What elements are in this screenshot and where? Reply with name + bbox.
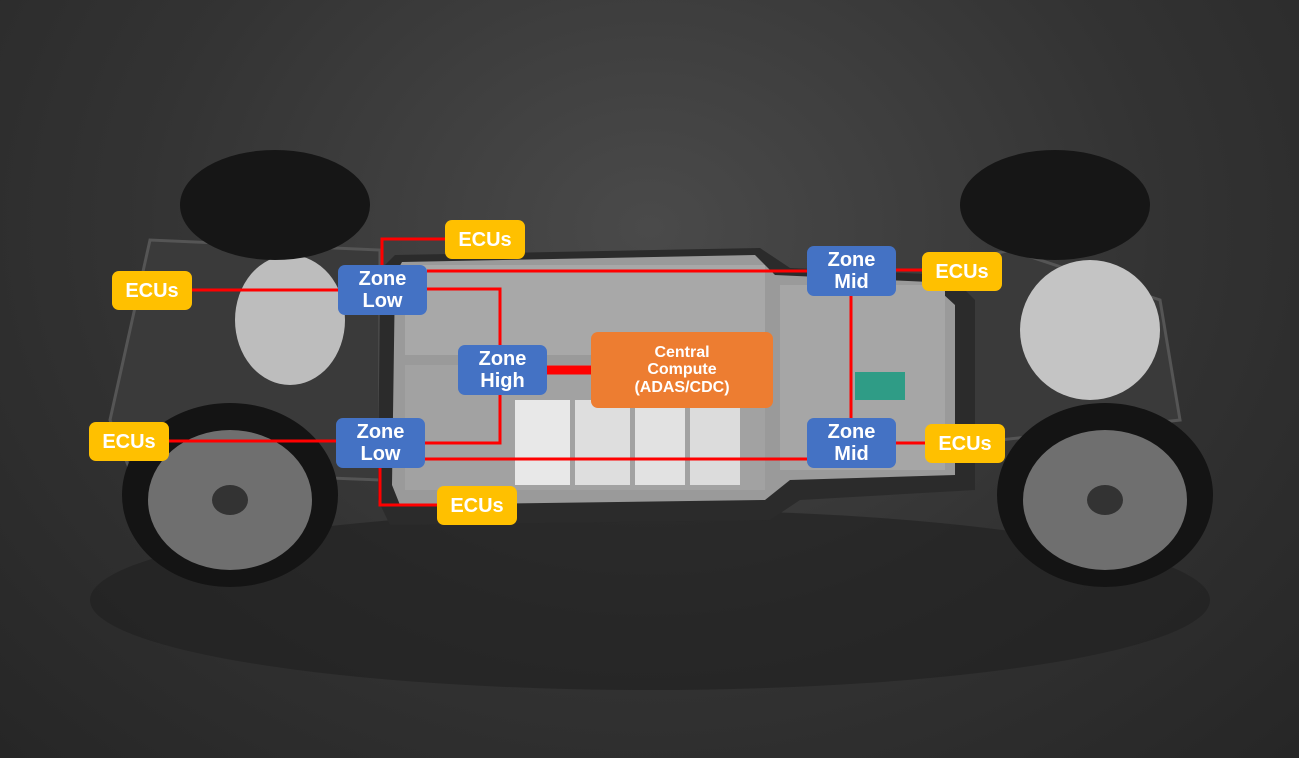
zone-mid-top: Zone Mid (807, 246, 896, 296)
zone-label: Zone (827, 249, 876, 271)
central-line1: Central (654, 343, 710, 361)
zone-high: Zone High (458, 345, 547, 395)
link (378, 468, 437, 507)
zone-type: Mid (834, 443, 869, 465)
zone-type: High (480, 370, 525, 392)
wheel-rear-left (997, 403, 1213, 587)
zone-label: Zone (356, 421, 405, 443)
zone-type: Mid (834, 271, 869, 293)
link (424, 395, 502, 445)
central-line2: Compute (647, 361, 717, 379)
ecus-left-upper: ECUs (112, 271, 192, 310)
wheel-rear-right (960, 150, 1150, 260)
zone-label: Zone (827, 421, 876, 443)
ecus-right-upper: ECUs (922, 252, 1002, 291)
zone-low-rear: Zone Low (336, 418, 425, 468)
zone-type: Low (362, 290, 403, 312)
ecus-left-lower: ECUs (89, 422, 169, 461)
zone-low-front: Zone Low (338, 265, 427, 315)
central-compute: Central Compute (ADAS/CDC) (591, 332, 773, 408)
front-motor (235, 255, 345, 385)
wheel-front-right (180, 150, 370, 260)
wheel-front-left (122, 403, 338, 587)
link (380, 237, 445, 265)
ecus-right-lower: ECUs (925, 424, 1005, 463)
zone-label: Zone (358, 268, 407, 290)
zone-mid-bottom: Zone Mid (807, 418, 896, 468)
rear-motor (1020, 260, 1160, 400)
link (427, 287, 502, 345)
zone-type: Low (360, 443, 401, 465)
ecus-top: ECUs (445, 220, 525, 259)
zone-label: Zone (478, 348, 527, 370)
network-links (168, 237, 925, 507)
central-line3: (ADAS/CDC) (634, 378, 730, 396)
ecus-bottom: ECUs (437, 486, 517, 525)
